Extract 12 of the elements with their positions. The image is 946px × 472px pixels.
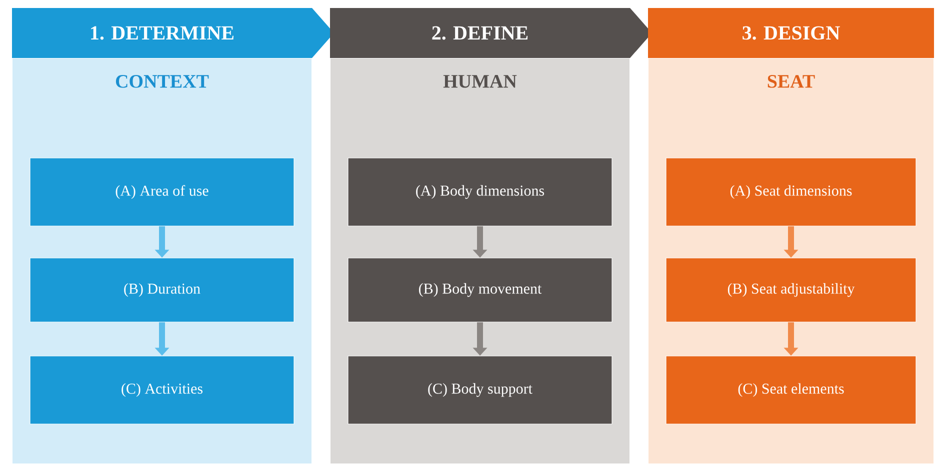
step-banner: 2. DEFINE (330, 8, 652, 58)
step-box: (C) Activities (30, 356, 294, 424)
step-box: (A) Body dimensions (348, 158, 612, 226)
step-box: (A) Seat dimensions (666, 158, 916, 226)
step-box: (C) Seat elements (666, 356, 916, 424)
step-banner: 3. DESIGN (648, 8, 934, 58)
step-box: (B) Duration (30, 258, 294, 322)
step-box: (B) Body movement (348, 258, 612, 322)
step-box: (B) Seat adjustability (666, 258, 916, 322)
step-banner: 1. DETERMINE (12, 8, 334, 58)
step-box: (C) Body support (348, 356, 612, 424)
step-box: (A) Area of use (30, 158, 294, 226)
